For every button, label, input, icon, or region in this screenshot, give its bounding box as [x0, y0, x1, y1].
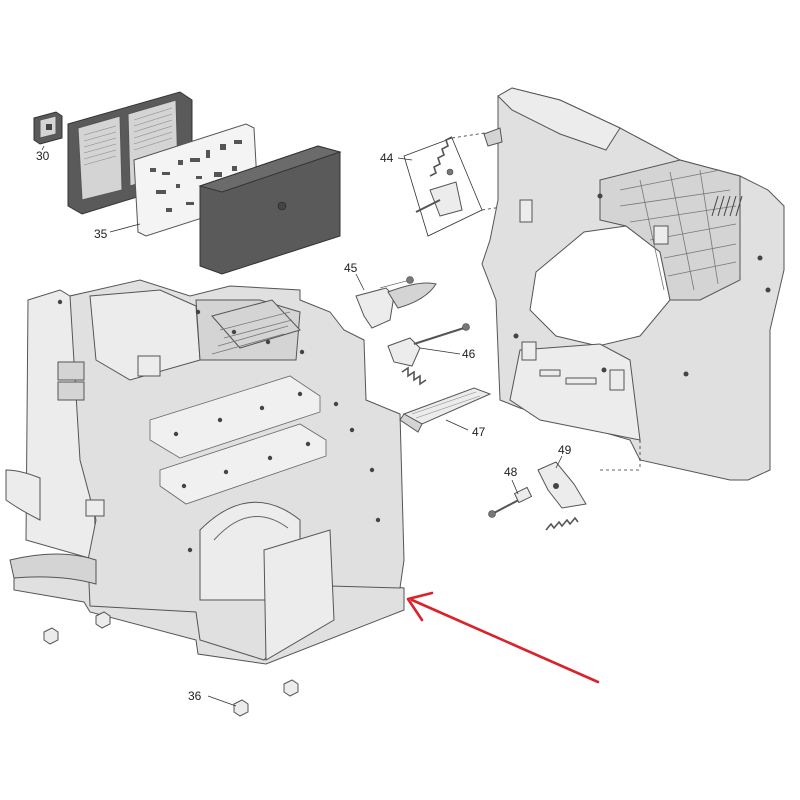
label-part-30: 30 [36, 149, 50, 163]
arrow-shaft [410, 598, 600, 684]
part-45-lever [355, 276, 437, 329]
main-frame-right [481, 87, 785, 481]
part-30-connector [33, 111, 63, 151]
part-44-spring-assembly [403, 129, 509, 237]
part-49-cam-spring [537, 461, 587, 531]
label-part-48: 48 [504, 465, 518, 479]
arrow-head [406, 591, 434, 622]
label-part-44: 44 [380, 151, 394, 165]
label-part-46: 46 [462, 347, 476, 361]
label-part-47: 47 [472, 425, 486, 439]
label-part-45: 45 [344, 261, 358, 275]
part-46-latch-spring [387, 323, 470, 386]
main-frame-left [5, 279, 405, 665]
red-pointer-arrow [406, 591, 600, 684]
label-part-35: 35 [94, 227, 108, 241]
part-36-nuts [43, 611, 299, 717]
label-part-36: 36 [188, 689, 202, 703]
leader-lines [355, 157, 563, 495]
part-35-control-board-assembly [67, 91, 342, 275]
part-48-screw [488, 486, 533, 518]
part-labels: 30 35 36 44 45 46 47 48 49 [36, 149, 572, 703]
label-part-49: 49 [558, 443, 572, 457]
part-47-flap [399, 387, 492, 433]
